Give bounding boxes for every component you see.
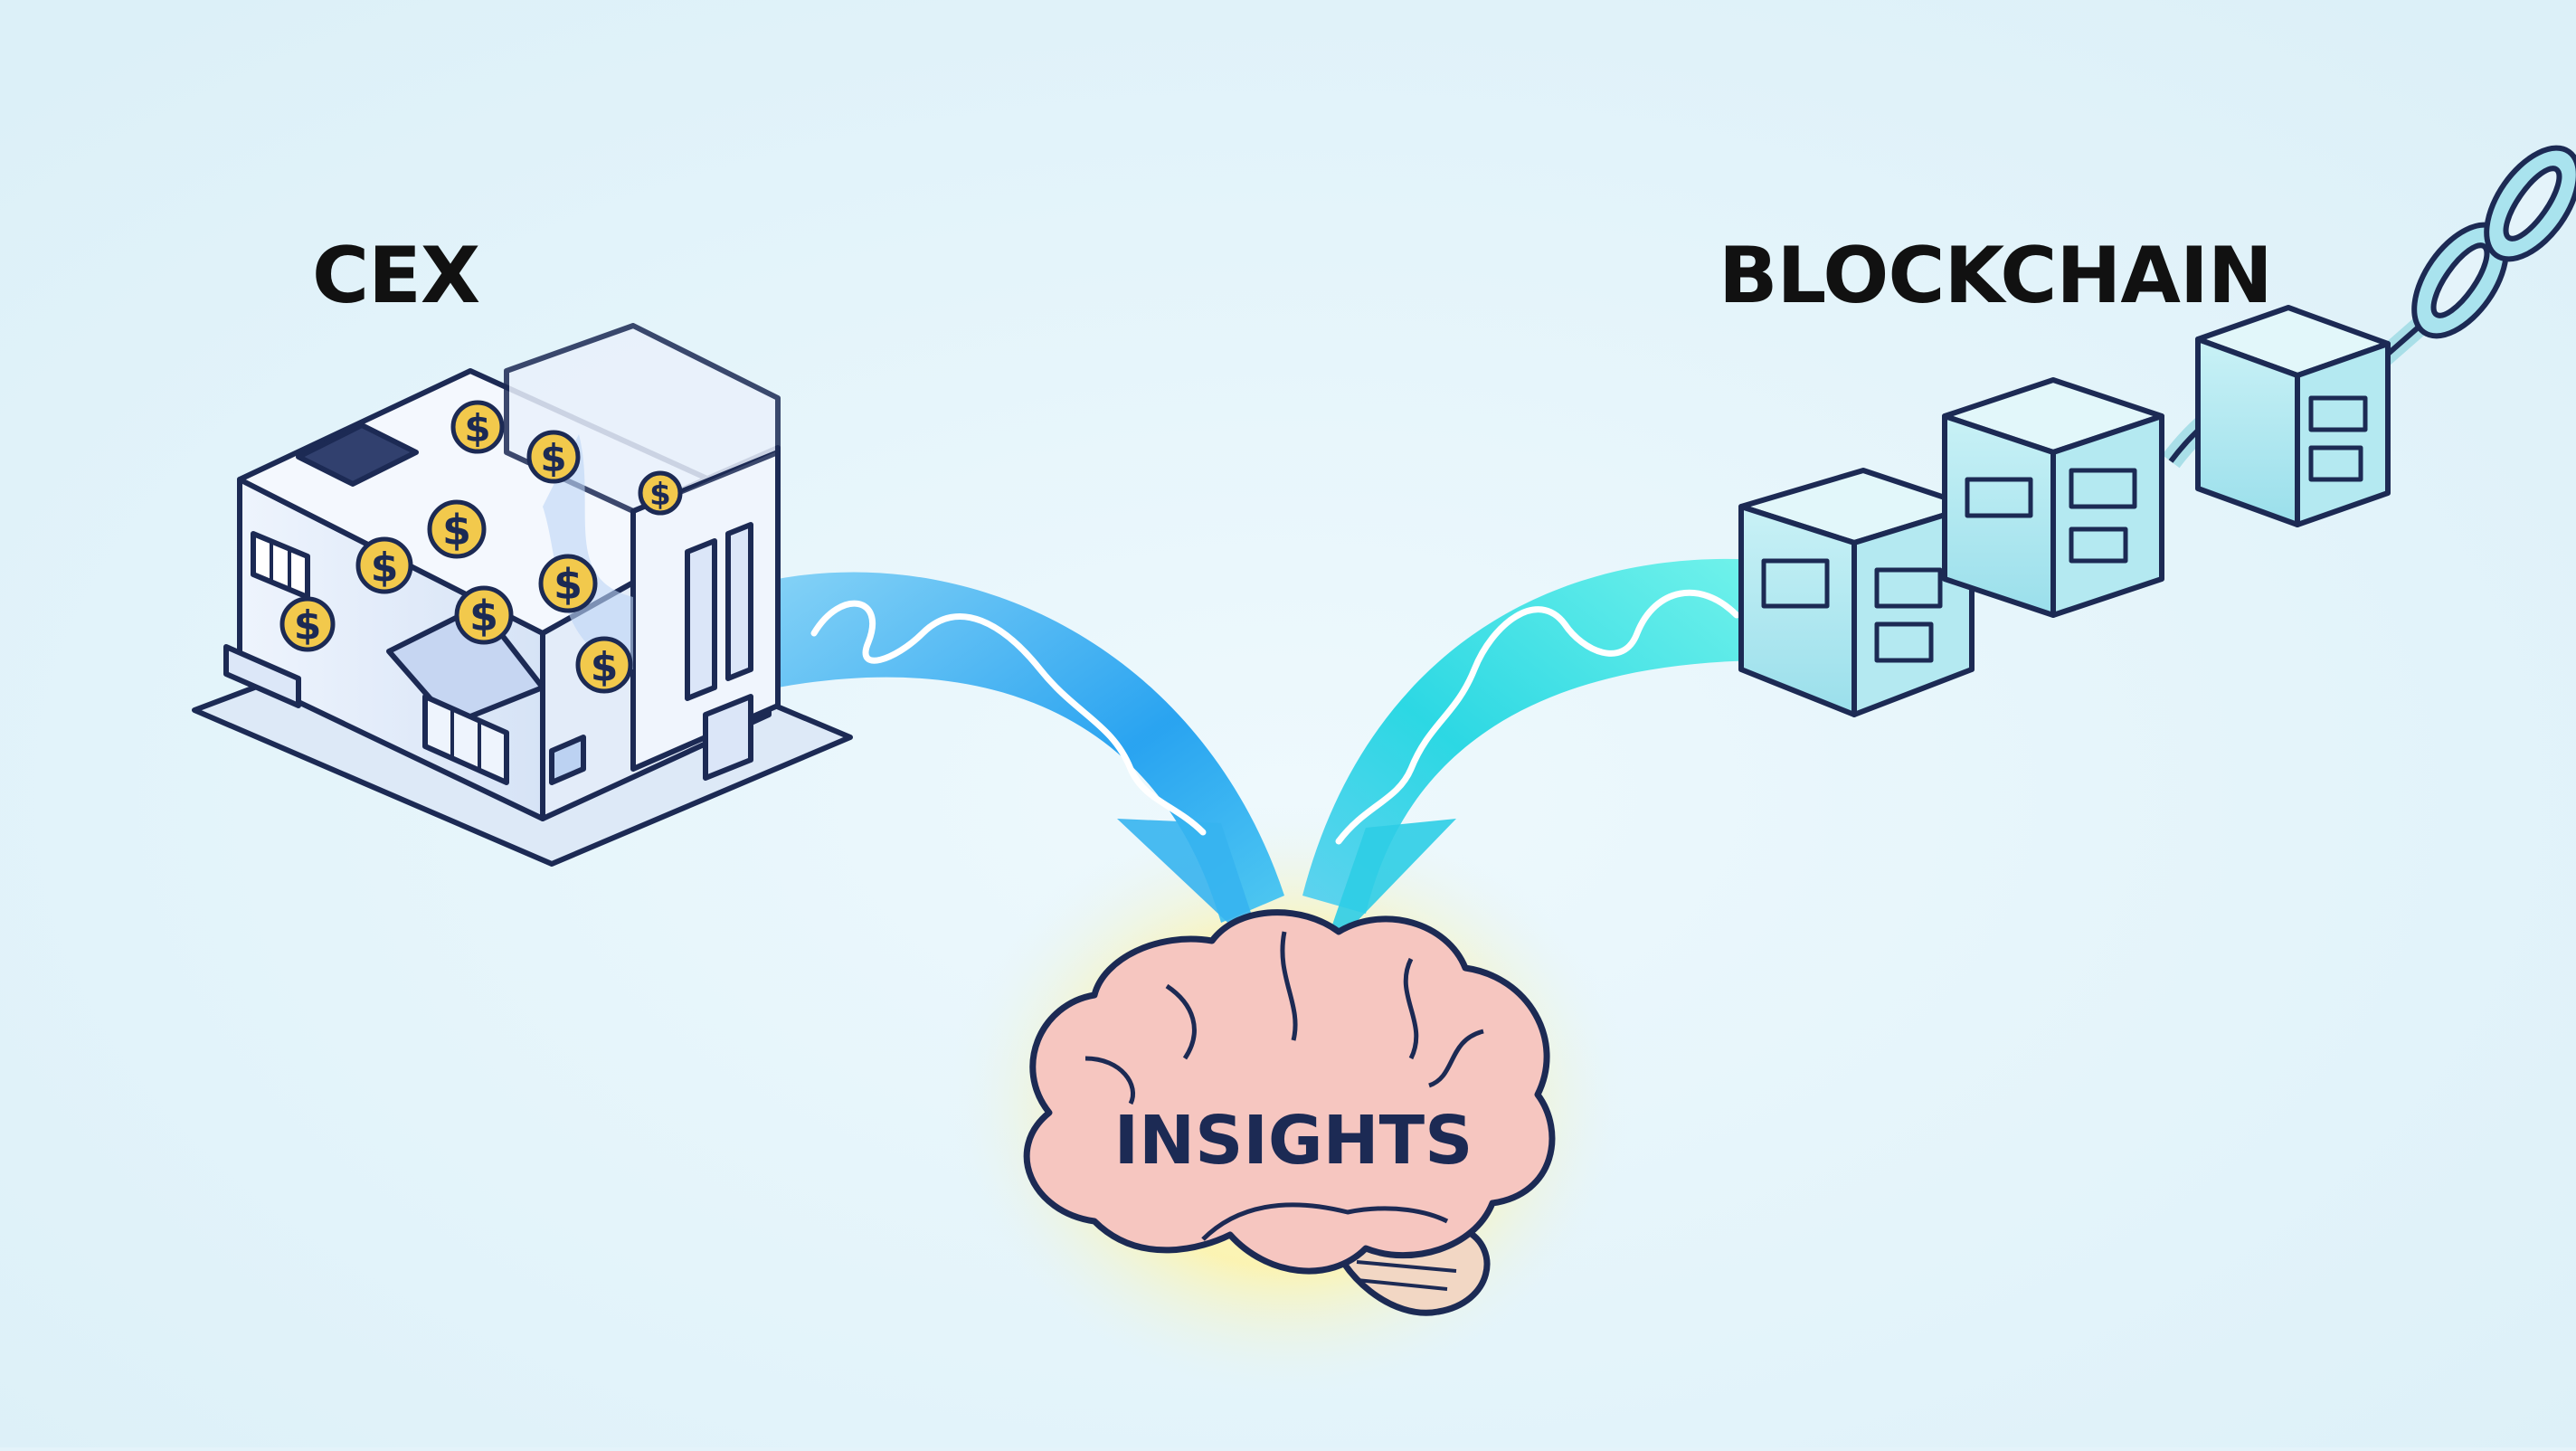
brain-icon [1023,909,1556,1316]
svg-text:$: $ [442,506,471,555]
insights-label: INSIGHTS [1113,1102,1473,1180]
chain-link-icon [2411,145,2576,339]
block-cube [1738,468,1975,717]
svg-text:$: $ [371,545,399,591]
dollar-coin-icons: $ $ $ $ $ $ $ $ $ [279,400,683,694]
dollar-coin-icon: $ [279,596,336,652]
dollar-coin-icon: $ [454,585,514,645]
svg-text:$: $ [591,644,619,690]
svg-text:$: $ [540,436,566,480]
dollar-coin-icon: $ [450,400,505,454]
dollar-coin-icon: $ [526,430,581,484]
cex-label: CEX [312,231,480,321]
blockchain-blocks [1738,145,2576,717]
svg-text:$: $ [469,592,498,640]
dollar-coin-icon: $ [427,499,487,559]
dollar-coin-icon: $ [355,536,413,594]
dollar-coin-icon: $ [575,636,633,694]
svg-text:$: $ [294,602,322,649]
block-cube [1942,377,2164,618]
dollar-coin-icon: $ [638,470,683,516]
dollar-coin-icon: $ [538,554,598,613]
svg-text:$: $ [464,406,490,450]
blockchain-label: BLOCKCHAIN [1719,231,2273,321]
svg-text:$: $ [649,477,671,513]
block-cube [2195,305,2391,527]
svg-text:$: $ [554,560,582,609]
